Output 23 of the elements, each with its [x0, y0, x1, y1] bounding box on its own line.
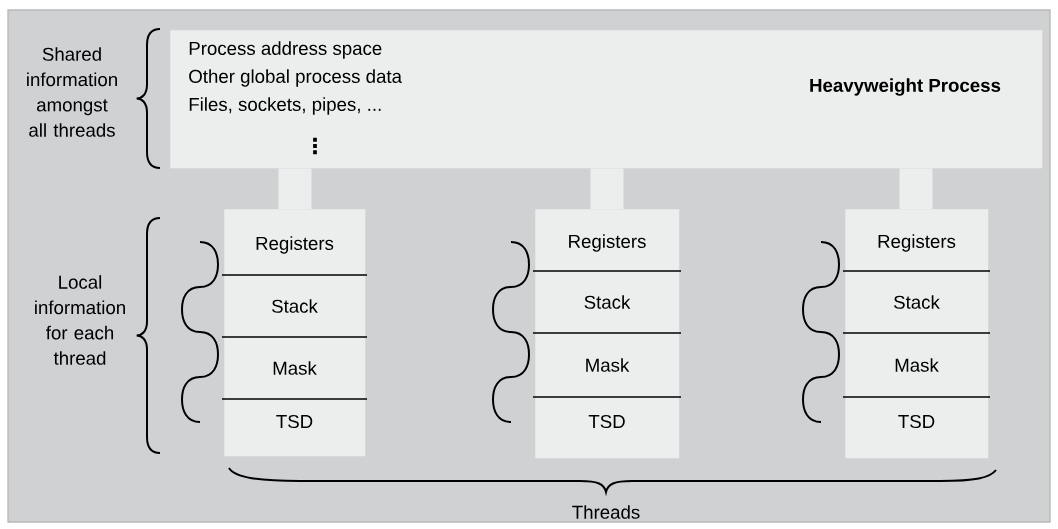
vertical-ellipsis: ⋮: [313, 137, 317, 155]
table-cell: Stack: [584, 295, 631, 309]
table-cell: TSD: [898, 414, 935, 429]
table-cell: Registers: [569, 234, 646, 252]
table-cell: Mask: [586, 358, 630, 372]
brace-label: Shared information amongst all threads: [27, 47, 117, 137]
table-cell: Mask: [895, 358, 939, 372]
table-cell: Registers: [256, 236, 334, 254]
connector-stem: [590, 168, 624, 209]
table-cell: Mask: [273, 361, 317, 375]
process-text: Process address space: [189, 41, 382, 59]
table-cell: Stack: [272, 299, 318, 313]
brace-label: Local information for each thread: [35, 275, 125, 365]
table-cell: TSD: [588, 414, 625, 429]
process-title: Heavyweight Process: [810, 78, 1001, 96]
process-text: Files, sockets, pipes, ...: [189, 97, 381, 115]
table-cell: Registers: [878, 234, 956, 252]
table-cell: Stack: [894, 295, 940, 309]
process-text: Other global process data: [189, 69, 402, 87]
connector-stem: [899, 168, 933, 209]
connector-stem: [278, 168, 312, 209]
table-cell: TSD: [276, 414, 313, 429]
brace-label: Threads: [572, 505, 640, 519]
